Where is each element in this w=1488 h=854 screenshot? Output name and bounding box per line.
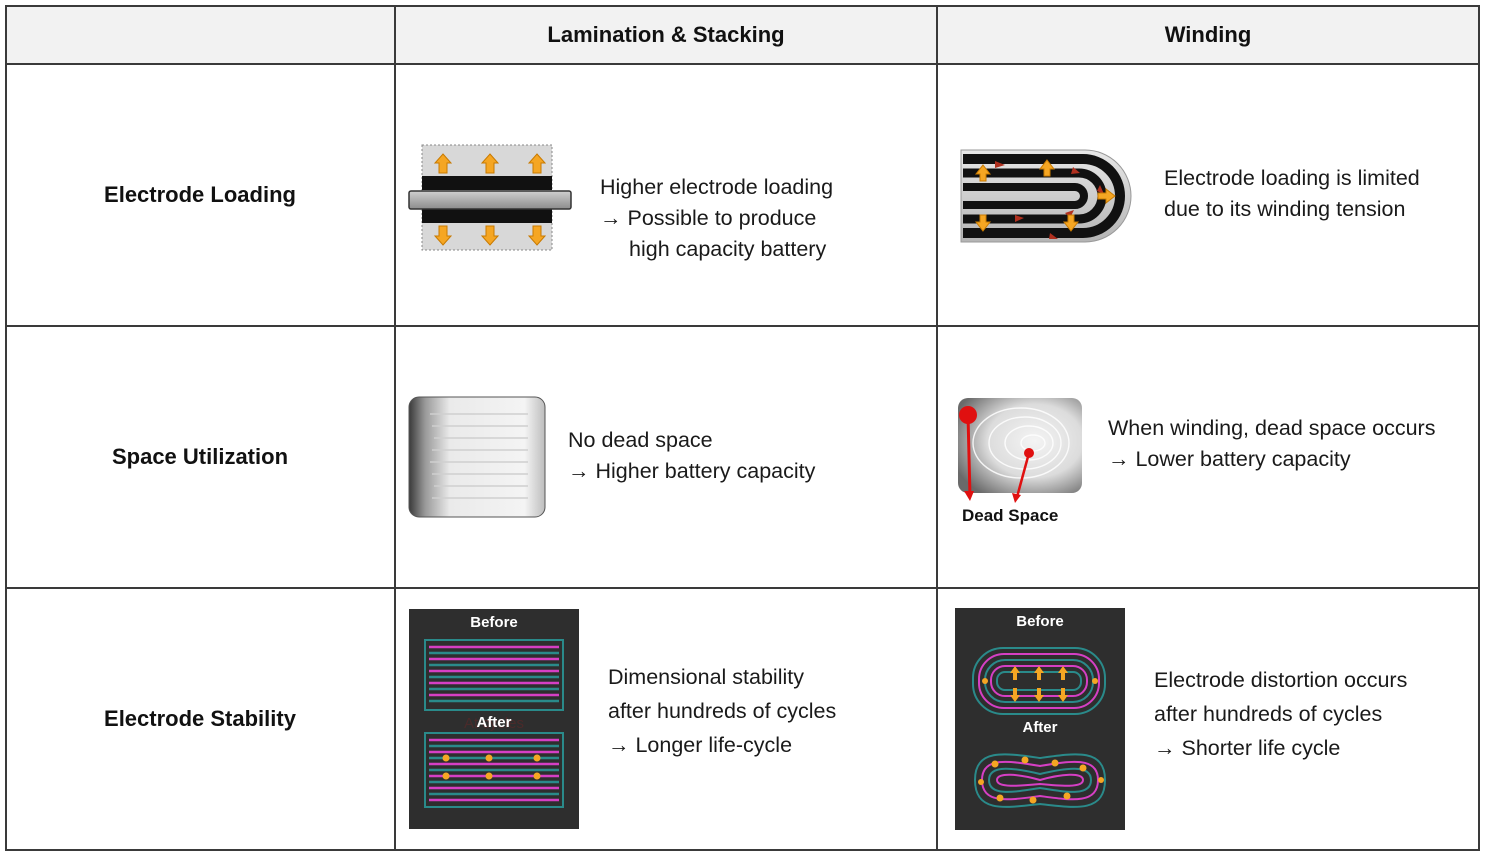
after-label: After [1022,719,1058,736]
stacked-stability-panel: Before At cycles After [409,609,579,829]
wound-cell-cross-section-image [958,398,1082,503]
winding-stability-description: Electrode distortion occurs after hundre… [1154,663,1407,765]
column-header-winding: Winding [1164,22,1252,47]
row-label-electrode-stability: Electrode Stability [104,706,296,731]
before-label: Before [470,614,518,631]
winding-loading-description: Electrode loading is limited due to its … [1164,163,1420,225]
table-border-bottom [5,849,1480,851]
table-row-divider-1 [5,325,1480,327]
dead-space-callout: Dead Space [962,506,1059,525]
winding-stability-panel: Before After [955,608,1125,830]
description-line: → Higher battery capacity [568,459,816,483]
table-border-right [1478,5,1480,851]
description-line: → Longer life-cycle [608,733,793,757]
table-row-divider-header [5,63,1480,65]
wound-electrode-loading-illustration [960,149,1132,243]
lamination-space-description: No dead space → Higher battery capacity [568,425,815,487]
description-line: → Shorter life cycle [1154,736,1341,760]
row-label-electrode-loading: Electrode Loading [104,182,296,207]
description-line: No dead space [568,428,713,452]
winding-space-description: When winding, dead space occurs → Lower … [1108,413,1435,475]
wound-electrode-layers-diagram [972,647,1107,808]
column-header-lamination: Lamination & Stacking [547,22,785,47]
description-line: → Possible to produce [600,206,817,230]
description-line: due to its winding tension [1164,197,1406,221]
table-column-divider-2 [936,5,938,851]
stacked-electrode-layers-diagram [424,639,564,808]
description-line: Electrode distortion occurs [1154,668,1408,692]
description-line: high capacity battery [629,237,827,261]
lamination-stability-description: Dimensional stability after hundreds of … [608,660,836,762]
stacked-electrode-loading-illustration [408,144,572,251]
table-header-background [5,5,1480,64]
description-line: When winding, dead space occurs [1108,416,1436,440]
description-line: after hundreds of cycles [1154,702,1383,726]
table-border-left [5,5,7,851]
description-line: → Lower battery capacity [1108,447,1351,471]
lamination-loading-description: Higher electrode loading → Possible to p… [600,172,833,265]
table-row-divider-2 [5,587,1480,589]
table-column-divider-1 [394,5,396,851]
description-line: Higher electrode loading [600,175,834,199]
before-label: Before [1016,613,1064,630]
after-label: After [476,714,512,731]
row-label-space-utilization: Space Utilization [111,444,289,469]
description-line: Dimensional stability [608,665,804,689]
stacked-cell-cross-section-image [408,396,546,518]
description-line: Electrode loading is limited [1164,166,1420,190]
table-border-top [5,5,1480,7]
hidden-overlap-text: At cycles [463,715,524,732]
description-line: after hundreds of cycles [608,699,837,723]
